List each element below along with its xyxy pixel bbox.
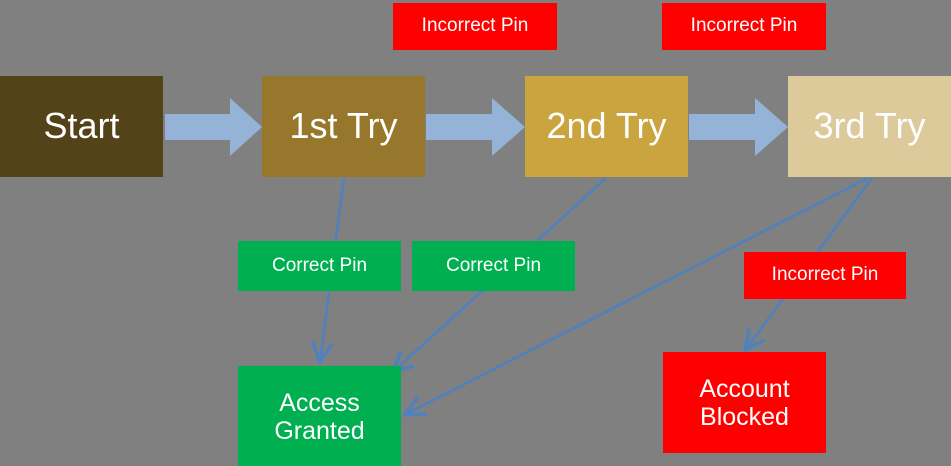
node-account-blocked[interactable]: Account Blocked xyxy=(663,352,826,453)
node-1st-try[interactable]: 1st Try xyxy=(262,76,425,177)
edge-label-incorrect-pin-1[interactable]: Incorrect Pin xyxy=(393,3,557,50)
edge-label-incorrect-pin-3[interactable]: Incorrect Pin xyxy=(744,252,906,299)
block-arrow-start-to-1st-try xyxy=(165,98,262,156)
edge-label-correct-pin-2[interactable]: Correct Pin xyxy=(412,241,575,291)
block-arrow-1st-try-to-2nd-try xyxy=(426,98,525,156)
edge-label-incorrect-pin-2[interactable]: Incorrect Pin xyxy=(662,3,826,50)
node-start[interactable]: Start xyxy=(0,76,163,177)
node-2nd-try[interactable]: 2nd Try xyxy=(525,76,688,177)
block-arrow-2nd-try-to-3rd-try xyxy=(689,98,788,156)
node-access-granted[interactable]: Access Granted xyxy=(238,366,401,466)
node-3rd-try[interactable]: 3rd Try xyxy=(788,76,951,177)
edge-label-correct-pin-1[interactable]: Correct Pin xyxy=(238,241,401,291)
